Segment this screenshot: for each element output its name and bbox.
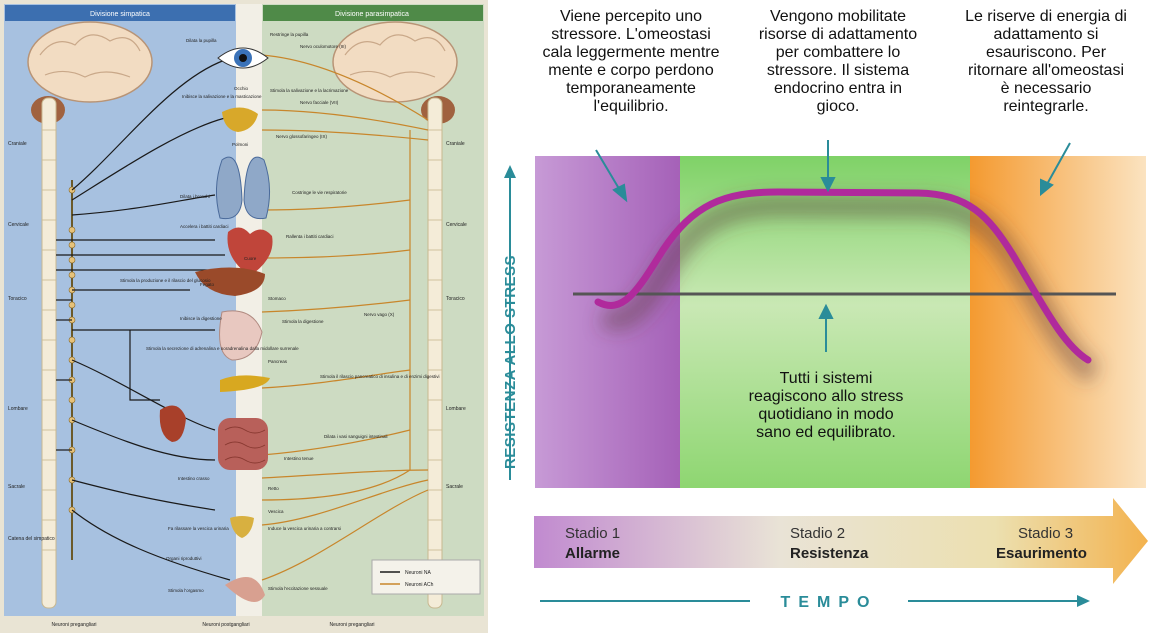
- legend-label: Neuroni NA: [405, 570, 432, 576]
- stage-3-name: Esaurimento: [996, 545, 1087, 562]
- organ-label: Polmoni: [232, 142, 248, 147]
- legend: Neuroni NA Neuroni ACh: [372, 560, 480, 594]
- organ-label: Cuore: [244, 256, 257, 261]
- region-label: Cervicale: [8, 222, 29, 228]
- parasympathetic-action: Rallenta i battiti cardiaci: [286, 234, 334, 239]
- annotation-line: Vengono mobilitate: [738, 8, 938, 26]
- parasympathetic-action: Stimola la digestione: [282, 319, 324, 324]
- sympathetic-action: Stimola l'orgasmo: [168, 588, 204, 593]
- annotation-line: esauriscono. Per: [946, 44, 1146, 62]
- sympathetic-action: Fa rilassare la vescica urinaria: [168, 526, 229, 531]
- parasympathetic-action: Induce la vescica urinaria a contrarsi: [268, 526, 341, 531]
- annotation-line: sano ed equilibrato.: [716, 424, 936, 442]
- bottom-label: Neuroni pregangliari: [329, 622, 374, 628]
- annotation-line: endocrino entra in: [738, 80, 938, 98]
- nerve-label: Nervo glossofaringeo (IX): [276, 134, 328, 139]
- exhaustion-annotation: Le riserve di energia di adattamento si …: [946, 8, 1146, 116]
- organ-label: Vescica: [268, 509, 284, 514]
- annotation-line: stressore. L'omeostasi: [526, 26, 736, 44]
- parasympathetic-action: Dilata i vasi sanguigni intestinali: [324, 434, 388, 439]
- annotation-line: Viene percepito uno: [526, 8, 736, 26]
- bottom-label: Neuroni pregangliari: [51, 622, 96, 628]
- bottom-label: Neuroni postgangliari: [202, 622, 249, 628]
- sympathetic-action: Accelera i battiti cardiaci: [180, 224, 229, 229]
- parasympathetic-title: Divisione parasimpatica: [335, 11, 409, 18]
- annotation-line: l'equilibrio.: [526, 98, 736, 116]
- annotation-line: quotidiano in modo: [716, 406, 936, 424]
- stage-1-number: Stadio 1: [565, 525, 620, 542]
- region-label: Sacrale: [8, 484, 25, 490]
- annotation-line: adattamento si: [946, 26, 1146, 44]
- organ-label: Occhio: [234, 86, 249, 91]
- resistance-annotation: Vengono mobilitate risorse di adattament…: [738, 8, 938, 116]
- region-label: Sacrale: [446, 484, 463, 490]
- stress-curve-diagram: RESISTENZA ALLO STRESS Stadio 1 Stadio 2…: [488, 0, 1150, 633]
- annotation-line: Tutti i sistemi: [716, 370, 936, 388]
- nerve-label: Nervo vago (X): [364, 312, 395, 317]
- annotation-line: mente e corpo perdono: [526, 62, 736, 80]
- sympathetic-action: Stimola la secrezione di adrenalina e no…: [146, 346, 299, 351]
- sympathetic-title: Divisione simpatica: [90, 11, 150, 18]
- nerve-label: Nervo oculomotore (III): [300, 44, 347, 49]
- stage-1-name: Allarme: [565, 545, 620, 562]
- stage-2-name: Resistenza: [790, 545, 869, 562]
- region-label: Cervicale: [446, 222, 467, 228]
- annotation-line: cala leggermente mentre: [526, 44, 736, 62]
- parasympathetic-action: Restringe la pupilla: [270, 32, 309, 37]
- annotation-line: è necessario: [946, 80, 1146, 98]
- annotation-line: per combattere lo: [738, 44, 938, 62]
- nervous-system-diagram: Divisione simpatica Divisione parasimpat…: [0, 0, 488, 633]
- region-label: Lombare: [446, 406, 466, 412]
- organ-label: Stomaco: [268, 296, 286, 301]
- organ-label: Retto: [268, 486, 279, 491]
- x-axis-label: TEMPO: [781, 594, 878, 611]
- region-label: Toracico: [8, 296, 27, 302]
- annotation-line: Le riserve di energia di: [946, 8, 1146, 26]
- organ-label: Organi riproduttivi: [166, 556, 202, 561]
- annotation-line: reagiscono allo stress: [716, 388, 936, 406]
- region-label: Lombare: [8, 406, 28, 412]
- sympathetic-action: Stimola la produzione e il rilascio del …: [120, 278, 211, 283]
- region-label: Craniale: [8, 141, 27, 147]
- intestine-icon: [218, 418, 268, 470]
- sympathetic-action: Dilata i bronchi: [180, 194, 210, 199]
- organ-label: Pancreas: [268, 359, 288, 364]
- stage-2-number: Stadio 2: [790, 525, 845, 542]
- stage-3-number: Stadio 3: [1018, 525, 1073, 542]
- annotation-line: stressore. Il sistema: [738, 62, 938, 80]
- nerve-label: Nervo facciale (VII): [300, 100, 339, 105]
- sympathetic-action: Inibisce la digestione: [180, 316, 222, 321]
- parasympathetic-action: Costringe le vie respiratorie: [292, 190, 347, 195]
- organ-label: Intestino tenue: [284, 456, 314, 461]
- annotation-line: temporaneamente: [526, 80, 736, 98]
- y-axis-label: RESISTENZA ALLO STRESS: [502, 255, 519, 469]
- annotation-line: reintegrarle.: [946, 98, 1146, 116]
- annotation-line: gioco.: [738, 98, 938, 116]
- alarm-annotation: Viene percepito uno stressore. L'omeosta…: [526, 8, 736, 116]
- annotation-line: risorse di adattamento: [738, 26, 938, 44]
- sympathetic-action: Inibisce la salivazione e la masticazion…: [182, 94, 262, 99]
- parasympathetic-action: Stimola l'eccitazione sessuale: [268, 586, 328, 591]
- region-label: Craniale: [446, 141, 465, 147]
- sympathetic-action: Dilata la pupilla: [186, 38, 217, 43]
- legend-label: Neuroni ACh: [405, 582, 434, 588]
- parasympathetic-action: Stimola la salivazione e la lacrimazione: [270, 88, 349, 93]
- chain-label: Catena del simpatico: [8, 536, 55, 542]
- region-label: Toracico: [446, 296, 465, 302]
- organ-label: Intestino crasso: [178, 476, 210, 481]
- parasympathetic-action: Stimola il rilascio pancreatico di insul…: [320, 374, 440, 379]
- spinal-cord-right: [428, 98, 442, 608]
- baseline-annotation: Tutti i sistemi reagiscono allo stress q…: [716, 370, 936, 442]
- spinal-cord-left: [42, 98, 56, 608]
- annotation-line: ritornare all'omeostasi: [946, 62, 1146, 80]
